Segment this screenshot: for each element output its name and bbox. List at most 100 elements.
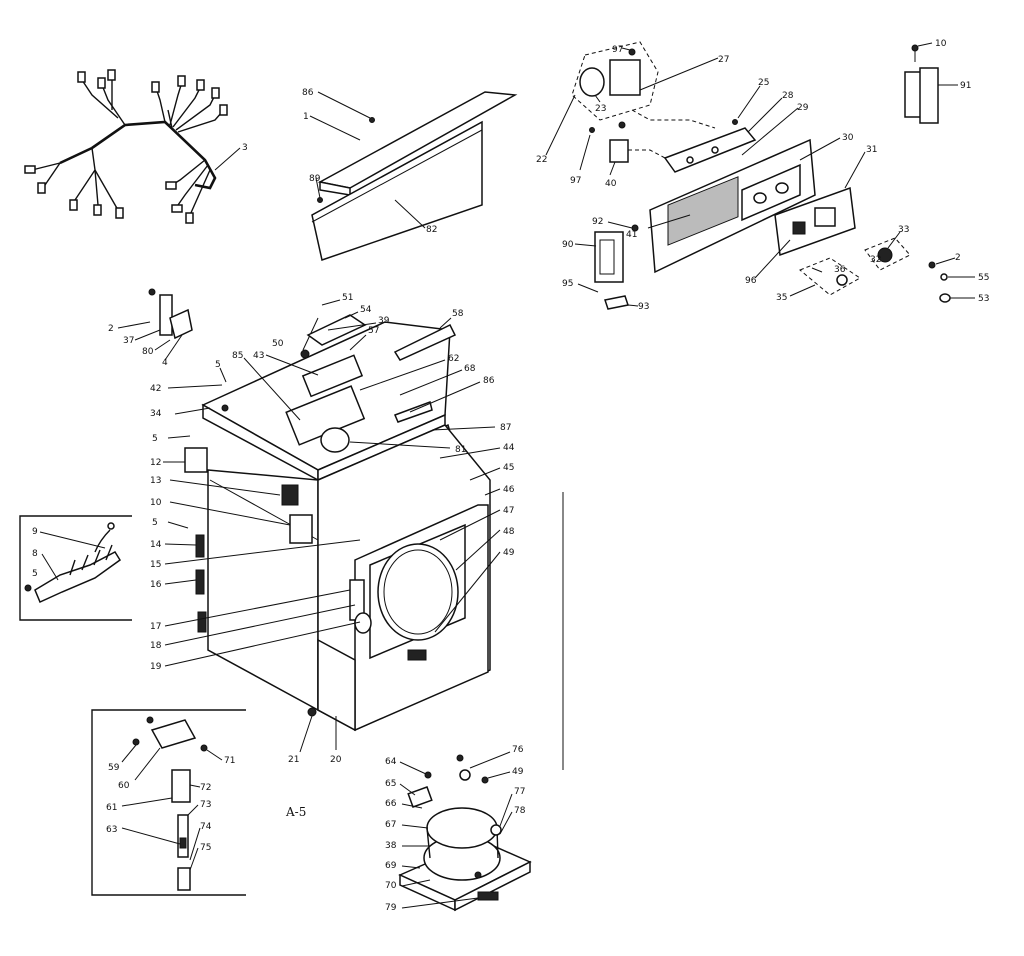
label-75: 75	[200, 843, 211, 853]
label-40: 40	[605, 179, 617, 189]
label-5-top: 5	[215, 360, 221, 370]
label-43: 43	[253, 351, 264, 361]
label-77: 77	[514, 787, 525, 797]
label-89: 89	[309, 174, 321, 184]
label-60: 60	[118, 781, 130, 791]
label-37: 37	[123, 336, 134, 346]
label-61: 61	[106, 803, 117, 813]
label-27: 27	[718, 55, 729, 65]
label-49-door: 49	[503, 548, 515, 558]
label-25: 25	[758, 78, 769, 88]
label-34: 34	[150, 409, 162, 419]
label-96: 96	[745, 276, 757, 286]
label-10-top: 10	[935, 39, 947, 49]
label-14: 14	[150, 540, 162, 550]
label-47: 47	[503, 506, 514, 516]
label-41: 41	[626, 230, 637, 240]
label-4: 4	[162, 358, 168, 368]
cabinet-labels: 42 34 5 85 43 50 51 54 39 57 58 62 68 86…	[150, 293, 515, 765]
label-20: 20	[330, 755, 342, 765]
label-35: 35	[776, 293, 787, 303]
label-54: 54	[360, 305, 372, 315]
label-3: 3	[242, 143, 248, 153]
label-62: 62	[448, 354, 459, 364]
label-65: 65	[385, 779, 396, 789]
label-45: 45	[503, 463, 514, 473]
label-10-left: 10	[150, 498, 162, 508]
label-42: 42	[150, 384, 161, 394]
label-12: 12	[150, 458, 161, 468]
label-28: 28	[782, 91, 794, 101]
label-76: 76	[512, 745, 524, 755]
label-53: 53	[978, 294, 989, 304]
small-parts-right: 2 55 53 10 91	[904, 39, 989, 304]
label-46: 46	[503, 485, 515, 495]
figure-caption: A-5	[285, 805, 306, 819]
label-82-top: 82	[426, 225, 437, 235]
label-18: 18	[150, 641, 162, 651]
base-support-assembly: 64 65 66 67 38 69 70 79 76 49 77 78	[385, 745, 532, 913]
label-29: 29	[797, 103, 809, 113]
label-92: 92	[592, 217, 603, 227]
label-33: 33	[898, 225, 909, 235]
label-30: 30	[842, 133, 854, 143]
label-23: 23	[595, 104, 606, 114]
label-79: 79	[385, 903, 397, 913]
label-8: 8	[32, 549, 38, 559]
label-5-lower: 5	[152, 518, 158, 528]
label-9: 9	[32, 527, 38, 537]
label-86-right: 86	[483, 376, 495, 386]
label-69: 69	[385, 861, 397, 871]
label-17: 17	[150, 622, 161, 632]
label-91: 91	[960, 81, 971, 91]
label-97-top: 97	[612, 45, 623, 55]
label-21: 21	[288, 755, 299, 765]
label-81: 81	[455, 445, 466, 455]
label-58: 58	[452, 309, 464, 319]
label-1: 1	[303, 112, 309, 122]
inset-latch: 59 60 71 72 61 73 63 74 75	[91, 709, 246, 896]
label-48: 48	[503, 527, 515, 537]
label-50: 50	[272, 339, 284, 349]
label-95: 95	[562, 279, 573, 289]
label-57: 57	[368, 326, 379, 336]
label-39: 39	[378, 316, 390, 326]
label-97-mid: 97	[570, 176, 581, 186]
inset-hinge: 9 8 5	[19, 515, 132, 621]
label-13: 13	[150, 476, 161, 486]
label-78: 78	[514, 806, 526, 816]
label-19: 19	[150, 662, 162, 672]
knob-assembly: 33 32 36 35	[776, 225, 911, 303]
label-90: 90	[562, 240, 574, 250]
label-31: 31	[866, 145, 877, 155]
panel-bracket-left: 90 95 93	[562, 231, 649, 312]
label-59: 59	[108, 763, 120, 773]
label-2-right: 2	[955, 253, 961, 263]
label-86-top: 86	[302, 88, 314, 98]
label-73: 73	[200, 800, 211, 810]
label-70: 70	[385, 881, 397, 891]
label-16: 16	[150, 580, 162, 590]
label-5-mid: 5	[152, 434, 158, 444]
timer-motor-group: 97 23 22 27 40 97	[536, 41, 729, 189]
label-22: 22	[536, 155, 547, 165]
label-74: 74	[200, 822, 212, 832]
console-base-assembly: 86 1 89 82	[302, 88, 518, 261]
label-63: 63	[106, 825, 117, 835]
label-80-left: 80	[142, 347, 154, 357]
label-36: 36	[834, 265, 846, 275]
label-87: 87	[500, 423, 511, 433]
label-15: 15	[150, 560, 161, 570]
label-71: 71	[224, 756, 235, 766]
control-panel: 41 30 31 96 92	[592, 133, 877, 286]
label-51: 51	[342, 293, 353, 303]
label-44: 44	[503, 443, 515, 453]
label-32: 32	[870, 255, 881, 265]
label-93: 93	[638, 302, 649, 312]
label-66: 66	[385, 799, 397, 809]
label-5-inset: 5	[32, 569, 38, 579]
label-2-left: 2	[108, 324, 114, 334]
label-67: 67	[385, 820, 396, 830]
switch-bracket: 2 37 80 4	[108, 288, 193, 368]
